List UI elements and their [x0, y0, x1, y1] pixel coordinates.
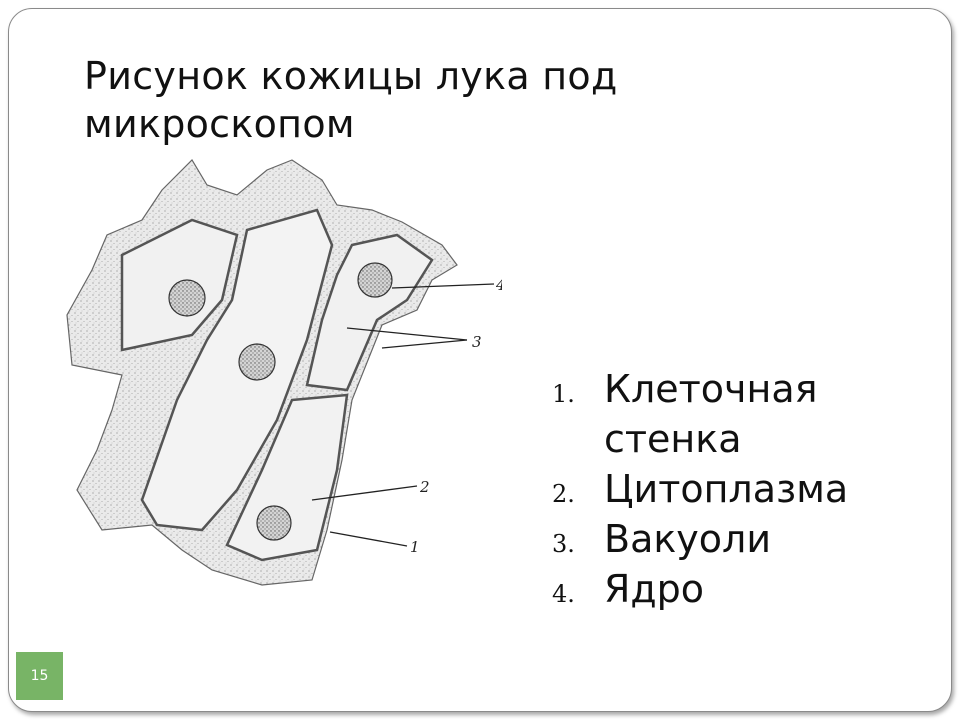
cell-center	[140, 208, 334, 532]
callout-3: 3	[472, 333, 482, 351]
legend-item: 2. Цитоплазма	[552, 464, 904, 514]
callout-1: 1	[410, 538, 420, 556]
legend-item: 4. Ядро	[552, 564, 904, 614]
legend-item: 1. Клеточная стенка	[552, 364, 904, 464]
leader-lines	[311, 283, 495, 547]
slide-number-badge: 15	[16, 652, 63, 700]
nucleus-3	[357, 262, 393, 298]
callout-4: 4	[495, 276, 502, 294]
legend-text: Клеточная стенка	[604, 367, 818, 461]
onion-skin-diagram: 4 3 2 1	[66, 159, 502, 586]
legend-text: Ядро	[604, 567, 705, 611]
legend-number: 3.	[552, 530, 575, 558]
legend-number: 1.	[552, 380, 575, 408]
nucleus-4	[256, 505, 292, 541]
legend-text: Вакуоли	[604, 517, 772, 561]
legend-list: 1. Клеточная стенка 2. Цитоплазма 3. Вак…	[552, 364, 904, 614]
legend-item: 3. Вакуоли	[552, 514, 904, 564]
legend-number: 2.	[552, 480, 575, 508]
nucleus-1	[168, 279, 206, 317]
legend-number: 4.	[552, 580, 575, 608]
callout-2: 2	[419, 478, 430, 496]
slide-title: Рисунок кожицы лука под микроскопом	[84, 54, 618, 146]
nucleus-2	[238, 343, 276, 381]
cell-right	[305, 233, 434, 392]
legend-text: Цитоплазма	[604, 467, 849, 511]
